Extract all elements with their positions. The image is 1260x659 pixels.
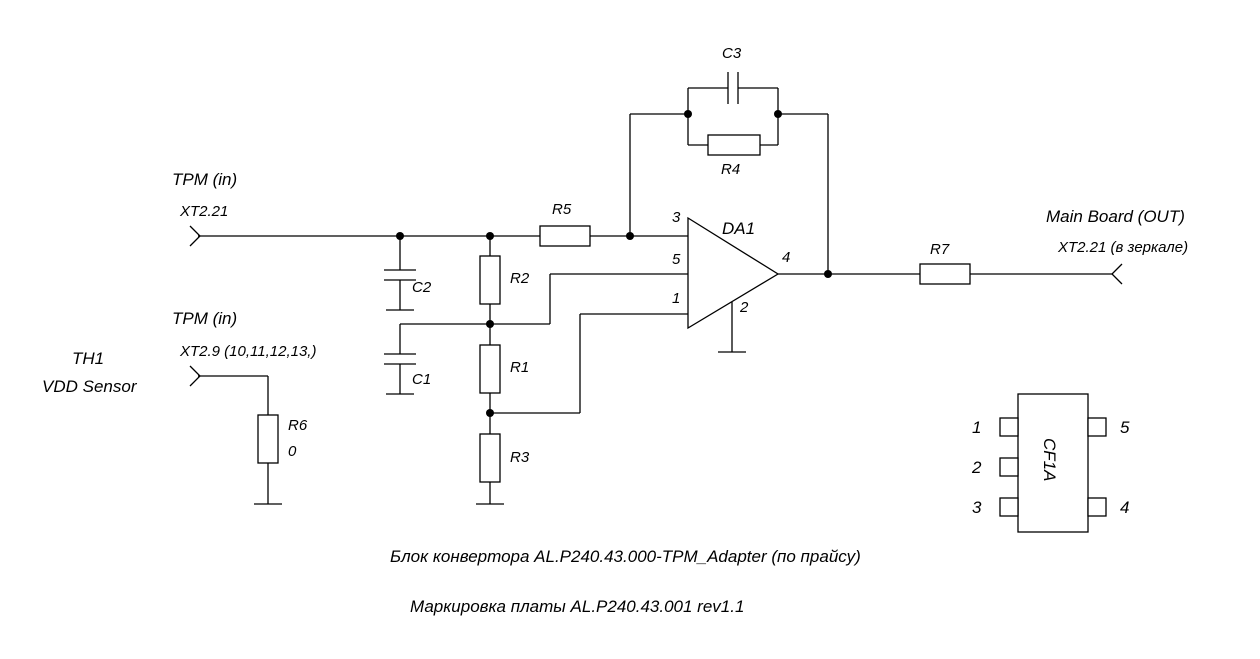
- label-r7: R7: [930, 241, 950, 258]
- junctions: [396, 110, 832, 417]
- opamp-da1: [687, 216, 780, 330]
- output-connector: [1111, 263, 1123, 285]
- label-r6-value: 0: [288, 443, 297, 460]
- package-pin3: 3: [972, 498, 982, 517]
- resistor-r7: [919, 263, 971, 285]
- label-r3: R3: [510, 449, 530, 466]
- wires: [198, 87, 1113, 505]
- resistor-r2: [479, 255, 501, 305]
- label-r2: R2: [510, 270, 530, 287]
- input-connector-xt2-9: [189, 365, 201, 387]
- opamp-pin1: 1: [672, 290, 680, 307]
- package-pin1: 1: [972, 418, 981, 437]
- label-r5: R5: [552, 201, 572, 218]
- label-da1: DA1: [722, 219, 755, 238]
- resistor-r1: [479, 344, 501, 394]
- label-r6: R6: [288, 417, 308, 434]
- opamp-pin3: 3: [672, 209, 681, 226]
- caption-line2: Маркировка платы AL.P240.43.001 rev1.1: [410, 597, 744, 616]
- output-connector: XT2.21 (в зеркале): [1057, 239, 1188, 256]
- input1-connector: XT2.21: [179, 203, 228, 220]
- caption-line1: Блок конвертора AL.P240.43.000-TPM_Adapt…: [390, 547, 861, 566]
- label-r4: R4: [721, 161, 740, 178]
- capacitor-c2: [384, 269, 416, 281]
- input2-connector: XT2.9 (10,11,12,13,): [179, 343, 316, 360]
- label-c3: C3: [722, 45, 742, 62]
- label-r1: R1: [510, 359, 529, 376]
- capacitor-c1: [384, 353, 416, 365]
- resistor-r5: [539, 225, 591, 247]
- opamp-pin4: 4: [782, 249, 790, 266]
- label-c2: C2: [412, 279, 432, 296]
- output-title: Main Board (OUT): [1046, 207, 1185, 226]
- package-pin2: 2: [971, 458, 982, 477]
- capacitor-c3: [727, 72, 739, 104]
- sensor-label-line2: VDD Sensor: [42, 377, 138, 396]
- input2-title: TPM (in): [172, 309, 237, 328]
- package-pin4: 4: [1120, 498, 1129, 517]
- resistor-r4: [707, 134, 761, 156]
- resistor-r6: [257, 414, 279, 464]
- package-pin5: 5: [1120, 418, 1130, 437]
- package-name: CF1A: [1040, 438, 1059, 481]
- label-c1: C1: [412, 371, 431, 388]
- resistor-r3: [479, 433, 501, 483]
- sensor-label-line1: TH1: [72, 349, 104, 368]
- opamp-pin2: 2: [739, 299, 749, 316]
- opamp-pin5: 5: [672, 251, 681, 268]
- package-cf1a: [999, 393, 1107, 533]
- input-connector-xt2-21: [189, 225, 201, 247]
- input1-title: TPM (in): [172, 170, 237, 189]
